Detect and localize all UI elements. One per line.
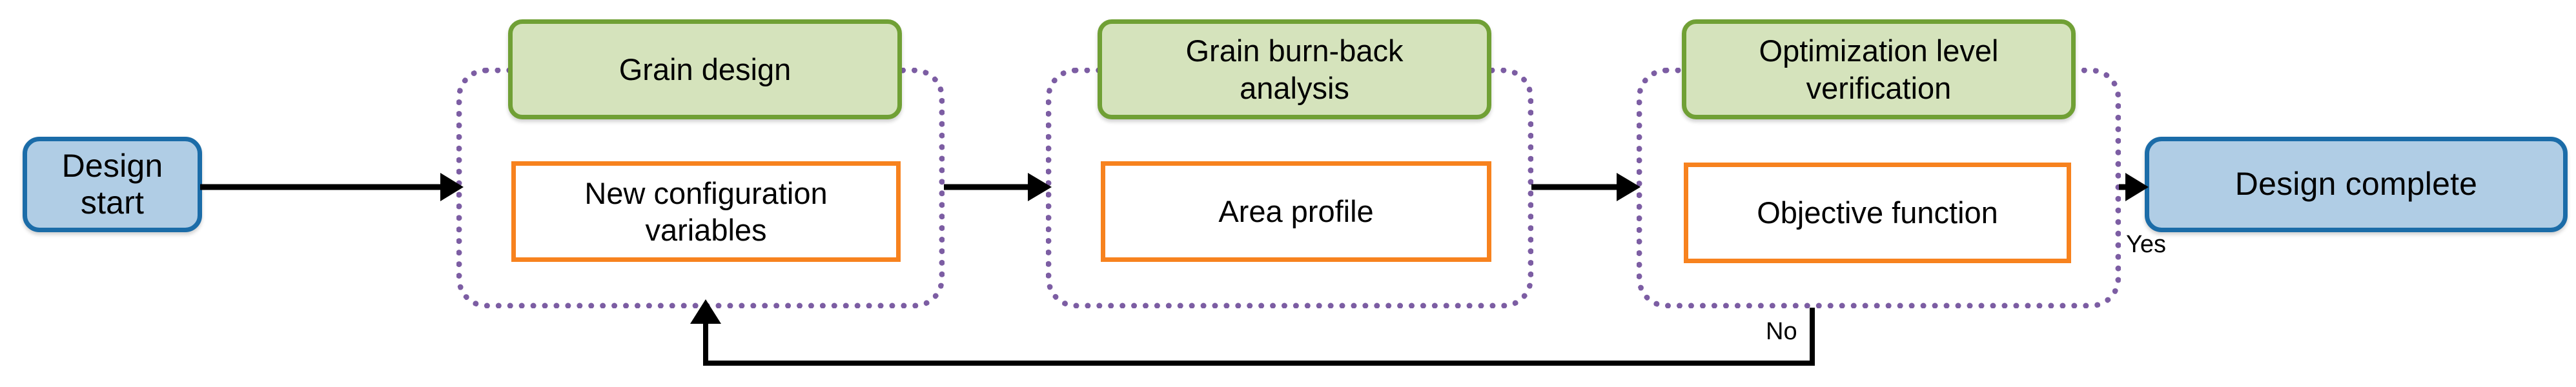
- node-data-new-configuration-variables-label-line1: New configuration: [584, 175, 828, 210]
- connector-grain-design-to-burn-back: [944, 168, 1054, 206]
- node-stage-grain-burn-back-analysis-label-line1: Grain burn-back: [1185, 34, 1404, 68]
- node-data-new-configuration-variables[interactable]: New configuration variables: [511, 161, 901, 262]
- connector-feedback-no-loop: [684, 297, 1834, 381]
- edge-label-no: No: [1766, 319, 1797, 344]
- node-design-complete-label: Design complete: [2234, 166, 2478, 203]
- node-stage-grain-burn-back-analysis-label-line2: analysis: [1240, 70, 1349, 105]
- node-design-start[interactable]: Design start: [23, 137, 202, 232]
- node-design-start-label: Design start: [61, 147, 163, 221]
- node-stage-grain-design-label: Grain design: [618, 52, 792, 86]
- node-data-objective-function[interactable]: Objective function: [1684, 163, 2071, 263]
- node-stage-grain-design[interactable]: Grain design: [508, 19, 902, 119]
- node-stage-grain-burn-back-analysis[interactable]: Grain burn-back analysis: [1098, 19, 1491, 119]
- edge-label-no-text: No: [1766, 318, 1797, 345]
- node-design-complete[interactable]: Design complete: [2145, 137, 2568, 232]
- node-stage-optimization-level-verification[interactable]: Optimization level verification: [1682, 19, 2076, 119]
- node-data-objective-function-label: Objective function: [1757, 195, 1998, 230]
- node-stage-optimization-level-verification-label-line1: Optimization level: [1759, 34, 1999, 68]
- node-data-area-profile[interactable]: Area profile: [1101, 161, 1491, 262]
- connector-optimization-to-design-complete: [2119, 168, 2151, 206]
- node-data-new-configuration-variables-label-line2: variables: [645, 213, 767, 247]
- node-stage-optimization-level-verification-label-line2: verification: [1806, 70, 1952, 105]
- connector-start-to-grain-design: [200, 168, 465, 206]
- node-data-area-profile-label: Area profile: [1218, 194, 1374, 229]
- edge-label-yes: Yes: [2126, 232, 2166, 257]
- connector-burn-back-to-optimization: [1531, 168, 1642, 206]
- edge-label-yes-text: Yes: [2126, 231, 2166, 258]
